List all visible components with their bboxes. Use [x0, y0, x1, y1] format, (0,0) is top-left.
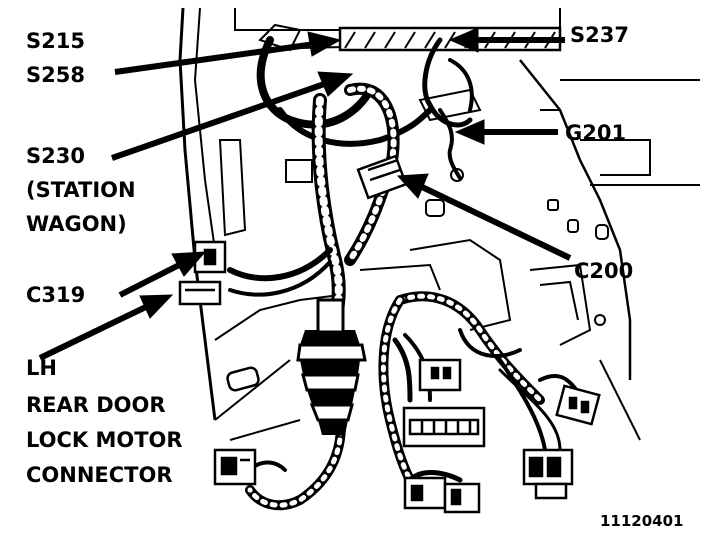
connectors [178, 154, 601, 514]
arrowhead-c200 [396, 173, 429, 199]
label-rear-door: REAR DOOR [26, 393, 166, 417]
wiring-harness [227, 36, 582, 511]
arrow-s215-s258 [114, 41, 316, 75]
upper-connector [418, 358, 462, 392]
arrowhead-s237 [448, 27, 479, 53]
c200-connector [356, 154, 408, 200]
label-s237: S237 [570, 23, 629, 47]
label-g201: G201 [565, 121, 626, 145]
arrowhead-s215 [307, 31, 342, 57]
figure-number: 11120401 [600, 512, 684, 530]
vehicle-body-structure [178, 7, 700, 441]
label-c200: C200 [574, 259, 633, 283]
arrowhead-c319 [171, 251, 207, 277]
leader-arrows [38, 27, 572, 361]
splice-bar [338, 26, 562, 52]
label-lock-motor: LOCK MOTOR [26, 428, 183, 452]
arrowhead-lh [139, 294, 174, 319]
arrow-lh [38, 302, 152, 361]
bottom-right-connector [522, 448, 574, 500]
multi-pin-connector [402, 406, 486, 448]
arrow-s230 [111, 79, 331, 161]
label-c319: C319 [26, 283, 85, 307]
harness-grommet [296, 298, 367, 435]
label-connector: CONNECTOR [26, 463, 173, 487]
label-s215: S215 [26, 29, 85, 53]
arrowhead-g201 [454, 119, 485, 145]
label-lh: LH [26, 356, 57, 380]
right-connector [555, 384, 601, 426]
label-wagon: WAGON) [26, 212, 127, 236]
arrowhead-s230 [317, 71, 354, 97]
label-station-wagon: (STATION [26, 178, 136, 202]
label-s258: S258 [26, 63, 85, 87]
arrow-c200 [418, 183, 572, 261]
bottom-center-connector [403, 476, 481, 514]
arrow-c319 [118, 259, 187, 298]
lock-motor-connector [213, 448, 257, 486]
label-s230: S230 [26, 144, 85, 168]
callout-labels: S215 S258 S230 (STATION WAGON) C319 LH R… [26, 23, 684, 530]
